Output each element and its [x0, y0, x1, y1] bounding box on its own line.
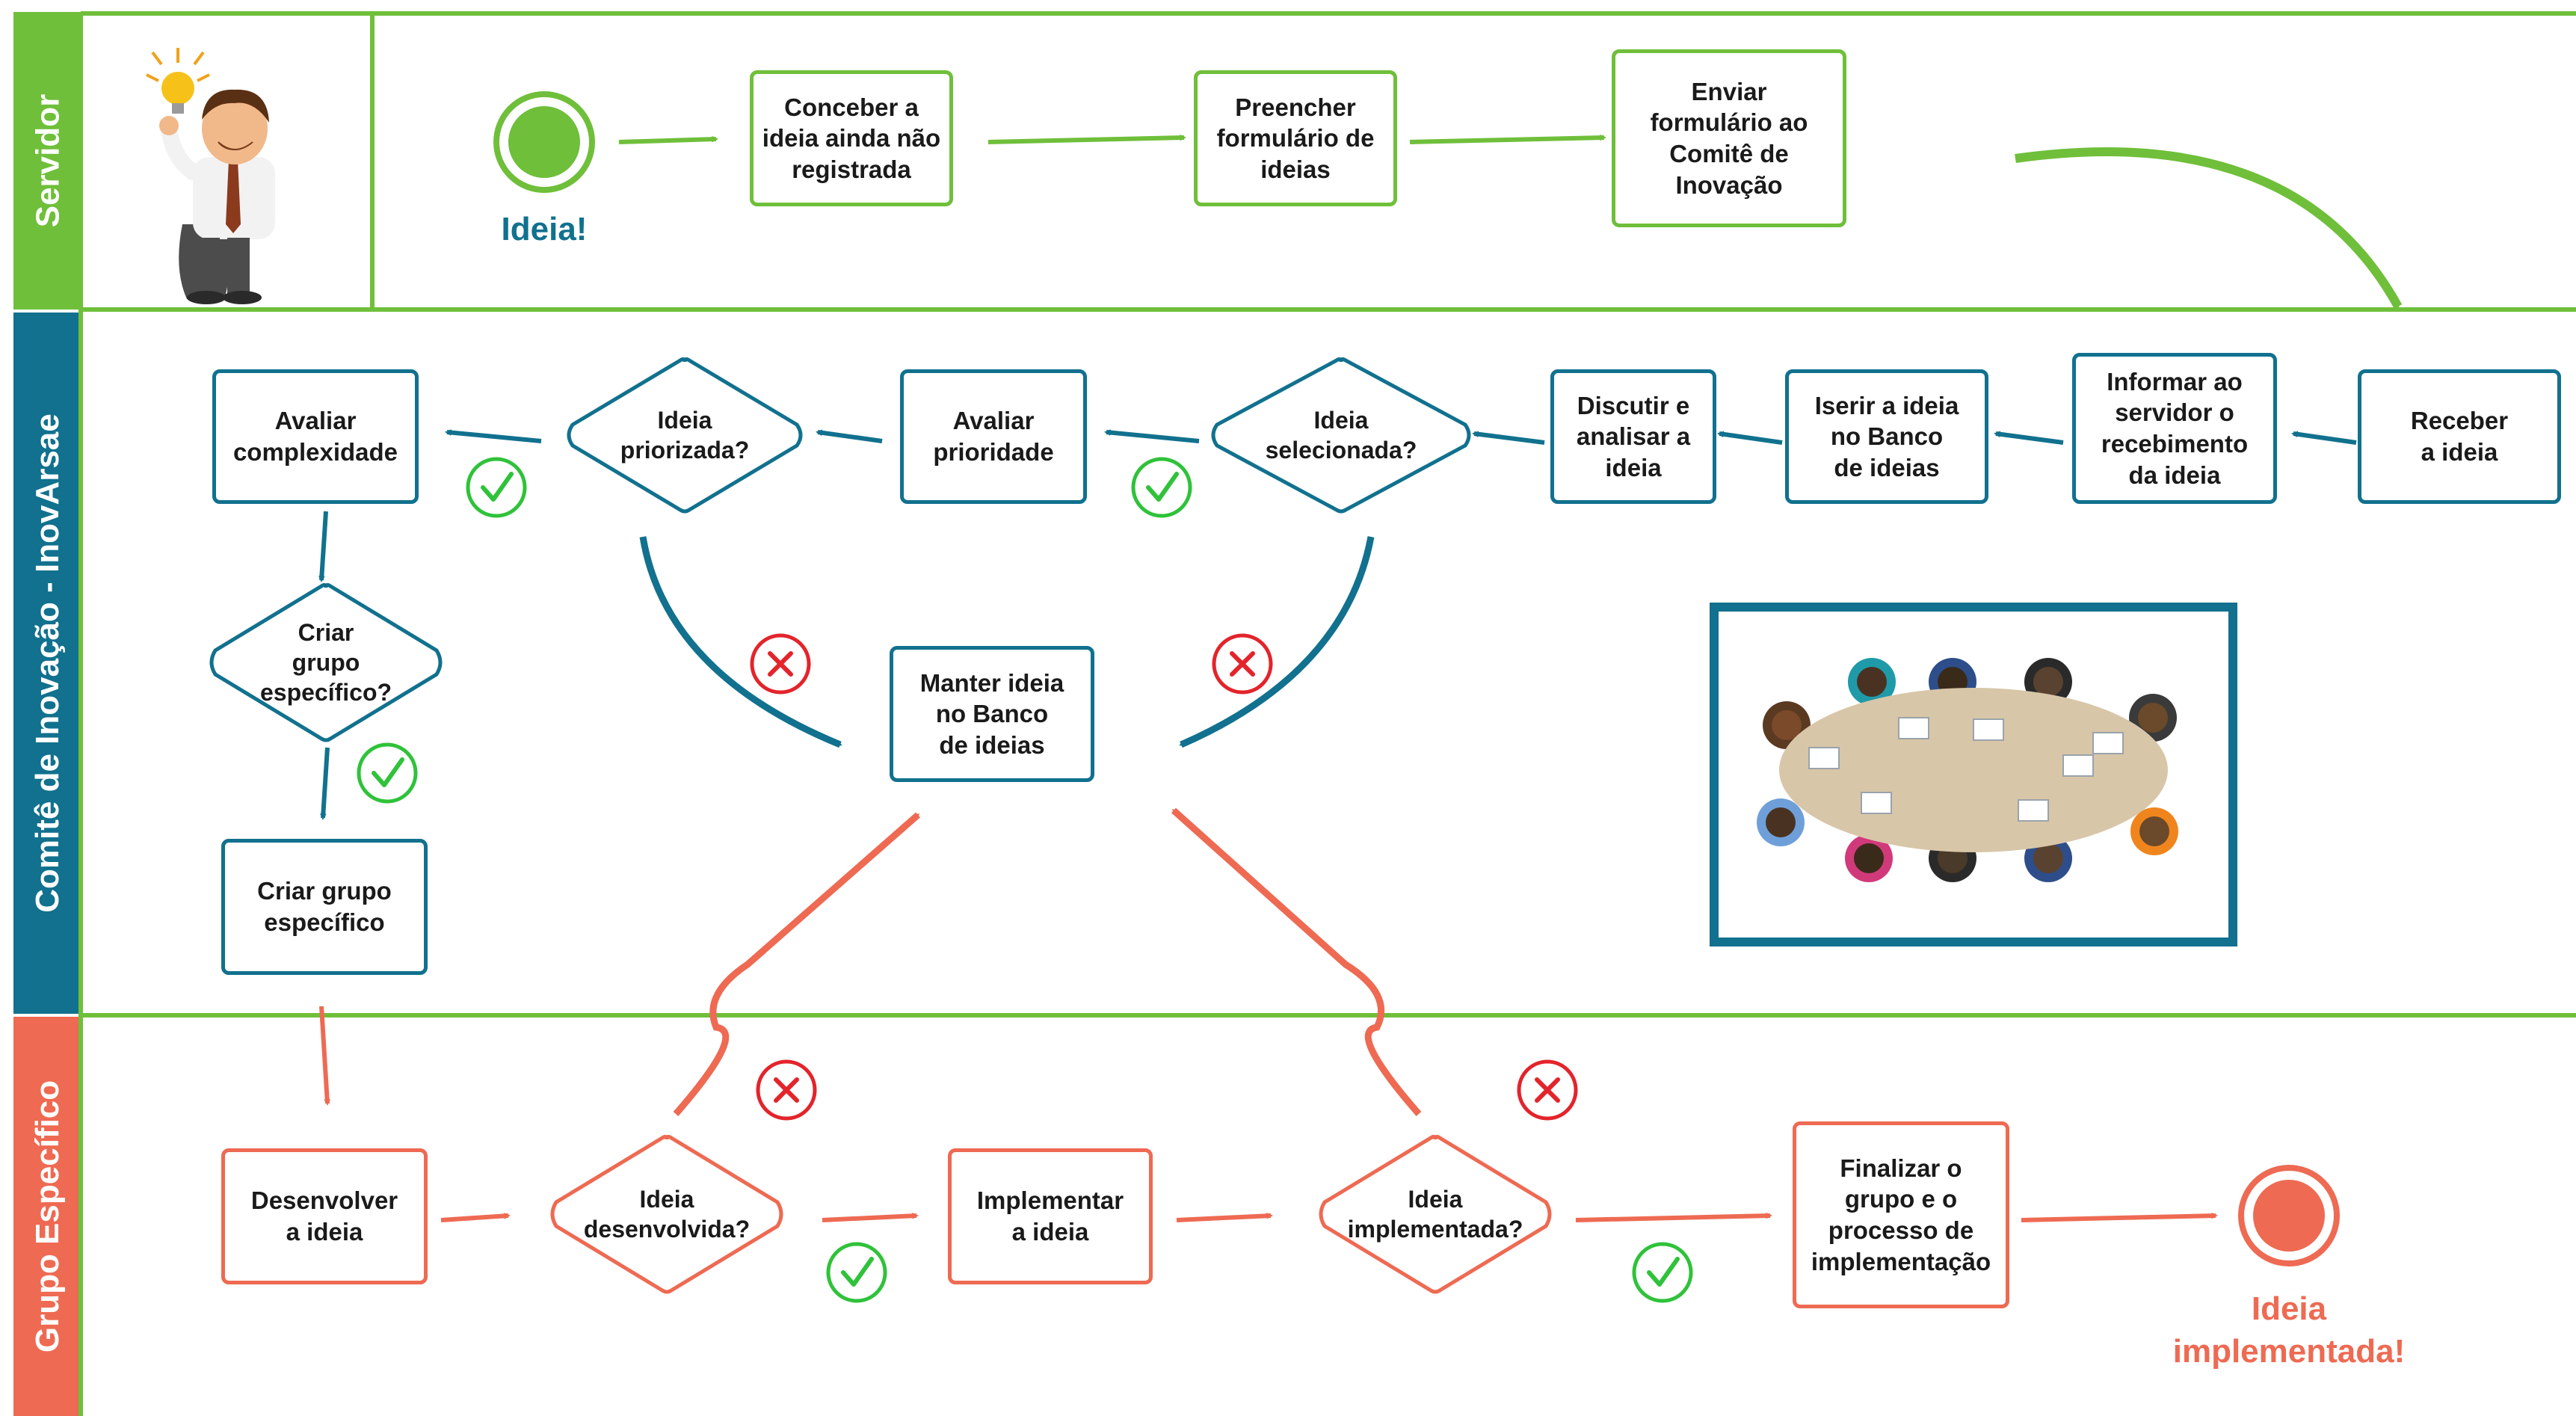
- servidor-arrows: [618, 134, 2403, 309]
- decision-criar-grupo: Criar grupo específico?: [259, 619, 392, 706]
- decision-ideia-desenvolvida: Ideia desenvolvida?: [583, 1186, 751, 1243]
- start-event: [493, 91, 595, 193]
- end-event: [2238, 1165, 2340, 1266]
- cross-icon: [756, 1059, 817, 1121]
- decision-diamond: [209, 582, 443, 742]
- decision-ideia-selecionada: Ideia selecionada?: [1265, 407, 1417, 464]
- step-receber: Receber a ideia: [2358, 369, 2561, 504]
- cross-icon: [1212, 633, 1273, 695]
- end-caption: Ideia implementada!: [2172, 1290, 2406, 1370]
- decision-ideia-priorizada: Ideia priorizada?: [620, 407, 750, 464]
- step-finalizar: Finalizar o grupo e o processo de implem…: [1793, 1121, 2009, 1308]
- step-iserir: Iserir a ideia no Banco de ideias: [1785, 369, 1988, 504]
- start-caption: Ideia!: [501, 211, 588, 247]
- step-informar: Informar ao servidor o recebimento da id…: [2072, 353, 2277, 504]
- check-icon: [357, 742, 418, 804]
- meeting-table: [1779, 688, 2168, 852]
- idea-man-illustration: [146, 48, 275, 304]
- lane-label-servidor: Servidor: [29, 93, 67, 228]
- lightbulb-icon: [146, 48, 210, 114]
- person-icon: [1757, 658, 2178, 882]
- decision-diamond: [550, 1134, 783, 1294]
- lane-borders: [78, 11, 2576, 1416]
- step-desenvolver: Desenvolver a ideia: [221, 1148, 428, 1284]
- grupo-arrows: [319, 807, 2218, 1222]
- decision-ideia-implementada: Ideia implementada?: [1347, 1186, 1523, 1243]
- check-icon: [1632, 1242, 1693, 1303]
- comite-arrows: [318, 429, 2357, 820]
- check-icon: [466, 457, 527, 518]
- step-criar-grupo: Criar grupo específico: [221, 839, 428, 975]
- step-enviar: Enviar formulário ao Comitê de Inovação: [1612, 49, 1846, 227]
- lane-label-grupo: Grupo Específico: [29, 1080, 67, 1353]
- step-discutir: Discutir e analisar a ideia: [1550, 369, 1716, 504]
- meeting-illustration: [1710, 603, 2237, 946]
- decision-diamond: [1211, 357, 1471, 514]
- lane-bar-comite: [13, 313, 81, 1014]
- lane-bar-servidor: [13, 12, 81, 310]
- step-avaliar-complexidade: Avaliar complexidade: [212, 369, 419, 504]
- step-avaliar-prioridade: Avaliar prioridade: [900, 369, 1087, 504]
- decision-diamond: [1319, 1134, 1552, 1294]
- check-icon: [1131, 457, 1192, 518]
- lane-label-comite: Comitê de Inovação - InovArsae: [29, 413, 66, 913]
- step-implementar: Implementar a ideia: [948, 1148, 1153, 1284]
- lane-bar-grupo: [13, 1017, 81, 1416]
- cross-icon: [750, 633, 811, 695]
- decision-diamond: [567, 357, 803, 514]
- step-preencher: Preencher formulário de ideias: [1194, 70, 1397, 206]
- step-manter-ideia: Manter ideia no Banco de ideias: [890, 646, 1094, 782]
- step-conceber: Conceber a ideia ainda não registrada: [750, 70, 953, 206]
- check-icon: [826, 1242, 887, 1303]
- cross-icon: [1517, 1059, 1578, 1121]
